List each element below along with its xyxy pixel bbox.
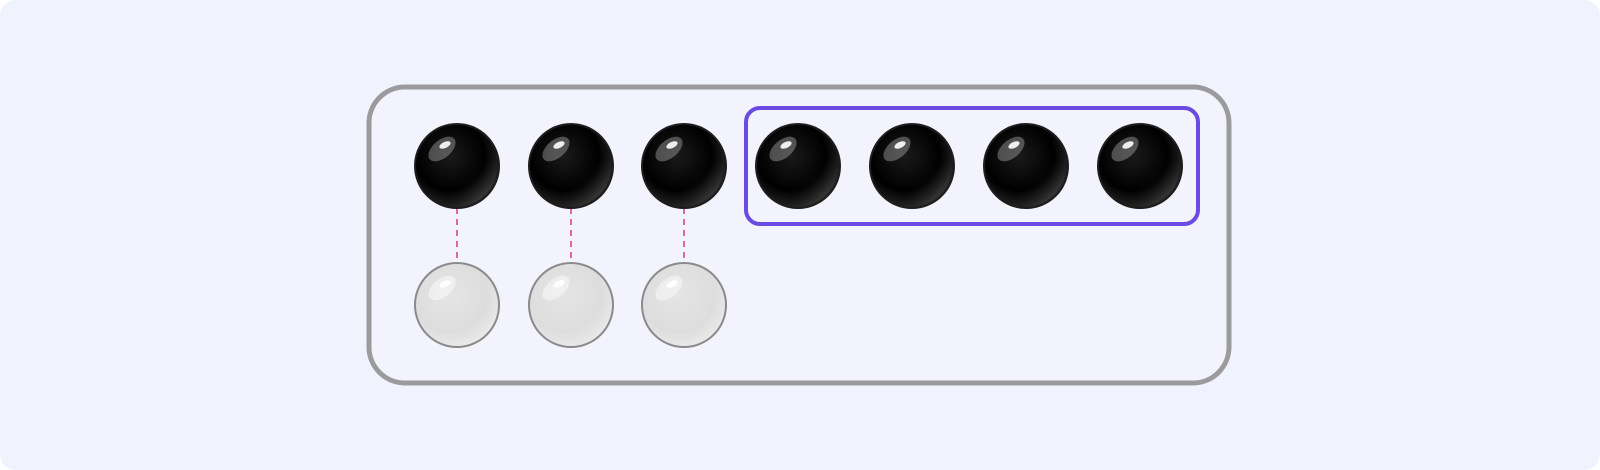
white-counter [528, 262, 614, 348]
white-counter [414, 262, 500, 348]
black-counter [641, 123, 727, 209]
bottom-row-white-counters [414, 262, 727, 348]
black-counter [869, 123, 955, 209]
black-counter [414, 123, 500, 209]
black-counter [1097, 123, 1183, 209]
white-counter [641, 262, 727, 348]
black-counter [983, 123, 1069, 209]
black-counter [755, 123, 841, 209]
top-row-black-counters [414, 123, 1183, 209]
pair-lines [456, 208, 685, 262]
black-counter [528, 123, 614, 209]
unmatched-highlight-box [744, 106, 1200, 226]
